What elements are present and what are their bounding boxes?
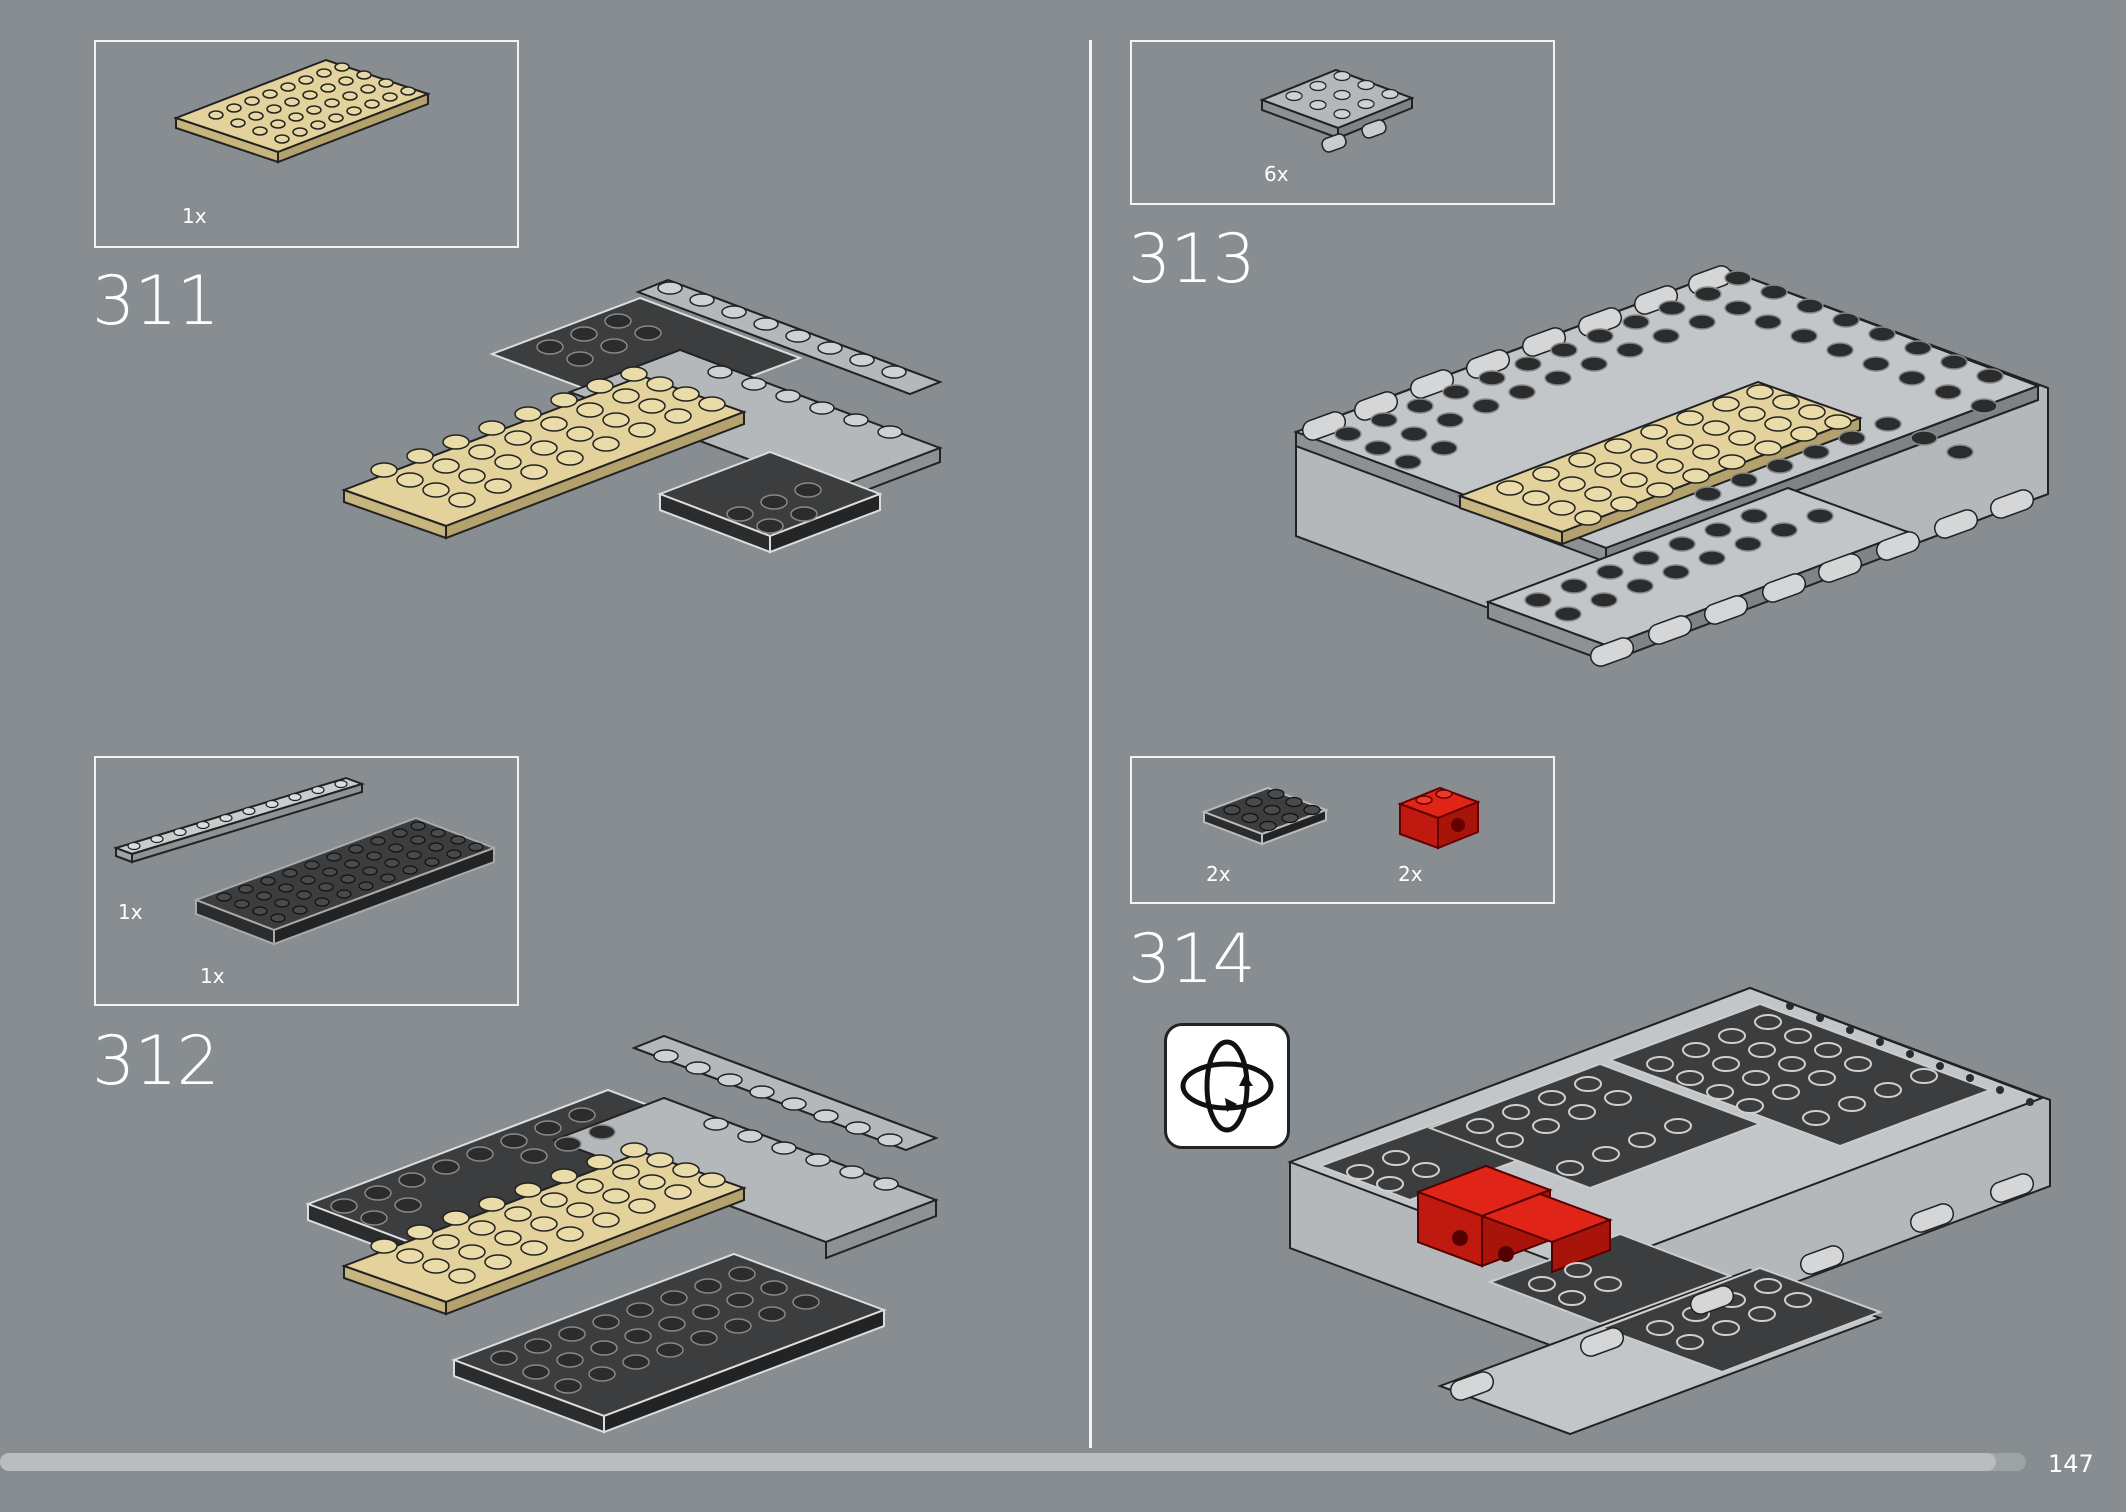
step-number-314: 314 (1128, 920, 1256, 999)
part-quantity: 1x (200, 964, 225, 988)
step-313-model-icon (1293, 265, 2049, 667)
rotate-model-callout (1164, 1023, 1290, 1149)
part-quantity: 2x (1206, 862, 1231, 886)
parts-callout-314: 2x 2x (1130, 756, 1555, 904)
parts-callout-311: 1x (94, 40, 519, 248)
parts-callout-313: 6x (1130, 40, 1555, 205)
light-gray-hinge-plate-icon (1259, 68, 1415, 153)
dark-gray-plate-4x10-icon (193, 816, 497, 946)
step-number-312: 312 (92, 1022, 220, 1101)
progress-fill (0, 1453, 1996, 1471)
red-technic-brick-icon (1397, 786, 1481, 850)
progress-bar (0, 1453, 2026, 1471)
parts-callout-312: 1x 1x (94, 756, 519, 1006)
step-311-model-icon (341, 278, 943, 554)
page-number: 147 (2048, 1450, 2094, 1478)
rotate-model-icon (1180, 1039, 1274, 1133)
tan-plate-4x8-icon (173, 58, 431, 164)
step-number-313: 313 (1128, 220, 1256, 299)
part-quantity: 1x (182, 204, 207, 228)
step-312-model-icon (305, 1034, 939, 1434)
step-number-311: 311 (92, 262, 220, 341)
page-divider (1089, 40, 1092, 1448)
part-quantity: 1x (118, 900, 143, 924)
light-gray-plate-1x10-icon (112, 776, 366, 864)
step-314-model-icon (1287, 986, 2051, 1436)
part-quantity: 6x (1264, 162, 1289, 186)
dark-gray-plate-3x3-icon (1201, 786, 1329, 846)
part-quantity: 2x (1398, 862, 1423, 886)
